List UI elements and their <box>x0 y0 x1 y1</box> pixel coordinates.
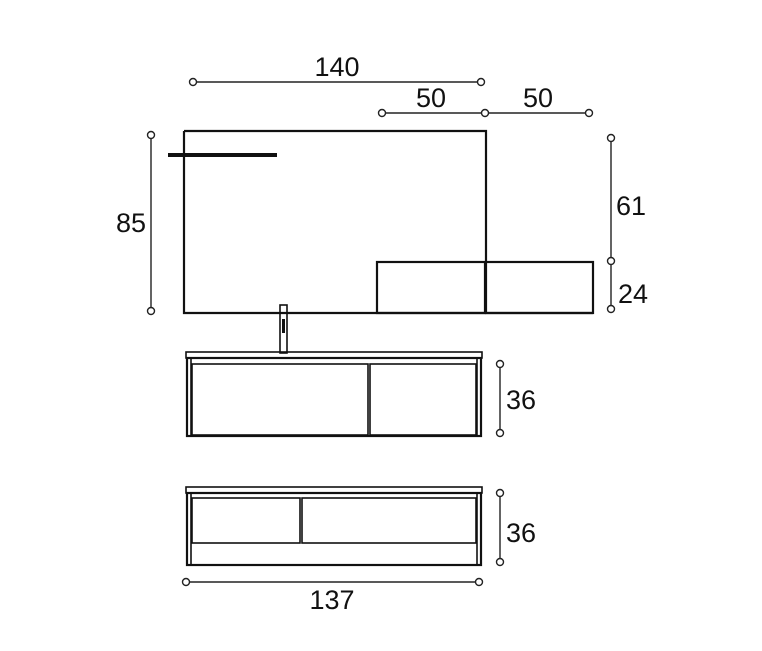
mirror-panel <box>182 129 593 315</box>
dim-endpoint <box>476 77 486 87</box>
dim-endpoint <box>495 359 505 369</box>
dim-right-heights: 61 24 <box>606 133 648 314</box>
vanity-cabinet <box>185 356 483 438</box>
lower-compartment-right <box>301 497 477 544</box>
label-mirror-upper-height: 61 <box>616 191 646 221</box>
dim-endpoint <box>181 577 191 587</box>
dim-endpoint <box>377 108 387 118</box>
dim-endpoint <box>606 304 616 314</box>
dim-endpoint <box>495 557 505 567</box>
faucet-icon <box>279 304 288 354</box>
dim-endpoint <box>480 108 490 118</box>
dim-endpoint <box>146 130 156 140</box>
vanity-drawer-left <box>191 363 369 436</box>
label-mirror-height: 85 <box>116 208 146 238</box>
vanity-drawer-right <box>369 363 477 436</box>
dim-mirror-height: 85 <box>116 130 156 316</box>
dim-vanity-height: 36 <box>495 359 536 438</box>
vanity-unit <box>185 351 483 438</box>
dim-endpoint <box>188 77 198 87</box>
lower-compartment-left <box>191 497 301 544</box>
mirror-assembly <box>168 129 595 315</box>
label-lower-height: 36 <box>506 518 536 548</box>
wall-unit-right <box>484 260 595 315</box>
dim-shelf-widths: 50 50 <box>377 83 594 118</box>
dim-endpoint <box>474 577 484 587</box>
dim-base-width: 137 <box>181 577 484 615</box>
lower-unit-body <box>185 491 483 567</box>
label-shelf-unit-height: 24 <box>618 279 648 309</box>
mirror-shelf <box>168 153 277 157</box>
dim-endpoint <box>495 488 505 498</box>
label-vanity-height: 36 <box>506 385 536 415</box>
label-shelf-width-right: 50 <box>523 83 553 113</box>
dim-endpoint <box>146 306 156 316</box>
dim-lower-height: 36 <box>495 488 536 567</box>
lower-unit <box>185 486 483 567</box>
label-mirror-width: 140 <box>314 52 359 82</box>
dim-endpoint <box>584 108 594 118</box>
dim-endpoint <box>495 428 505 438</box>
label-base-width: 137 <box>309 585 354 615</box>
wall-unit-left <box>375 260 487 315</box>
label-shelf-width-left: 50 <box>416 83 446 113</box>
dim-endpoint <box>606 133 616 143</box>
dim-mirror-width: 140 <box>188 52 486 87</box>
dim-endpoint <box>606 256 616 266</box>
